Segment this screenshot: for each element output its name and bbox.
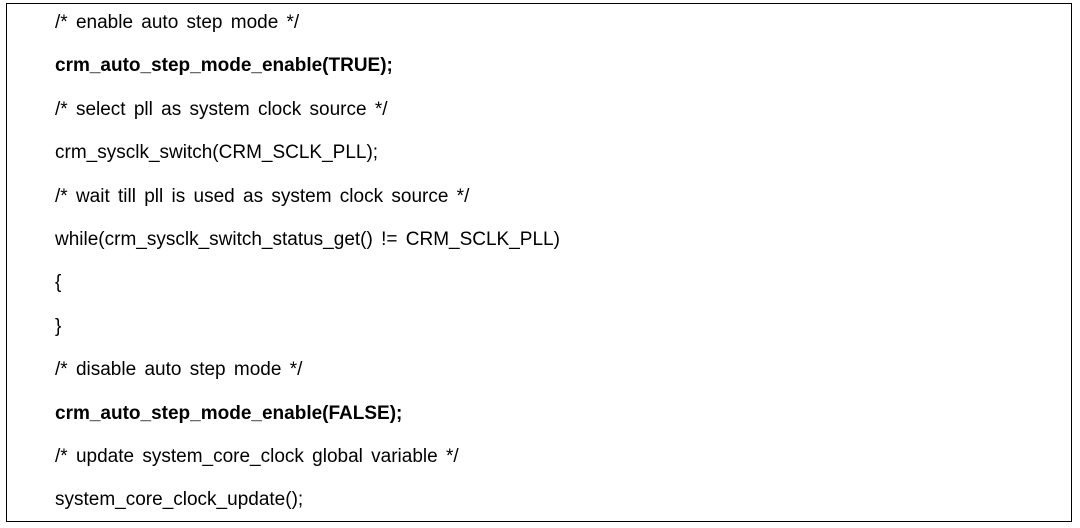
code-line: } [55,315,62,337]
code-line: crm_auto_step_mode_enable(TRUE); [55,55,393,77]
code-line: /* wait till pll is used as system clock… [55,185,470,207]
code-line: /* disable auto step mode */ [55,359,303,381]
code-block: /* enable auto step mode */ crm_auto_ste… [6,3,1072,522]
code-line: crm_sysclk_switch(CRM_SCLK_PLL); [55,142,379,164]
code-line: /* enable auto step mode */ [55,12,300,33]
code-line: /* update system_core_clock global varia… [55,446,459,467]
code-line: crm_auto_step_mode_enable(FALSE); [55,402,403,424]
code-line: /* select pll as system clock source */ [55,98,388,120]
code-line: while(crm_sysclk_switch_status_get() != … [55,229,560,250]
code-line: system_core_clock_update(); [55,489,304,511]
code-line: { [55,272,62,294]
